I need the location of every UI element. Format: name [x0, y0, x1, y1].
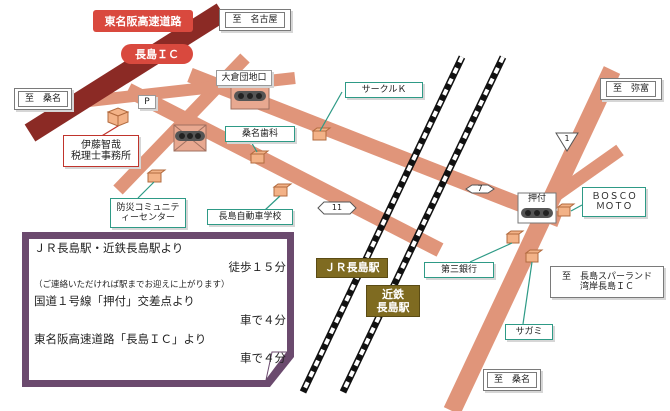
- bousai-label: 防災コミュニテ ィーセンター: [110, 198, 186, 228]
- dest-spaland-line1: 至 長島スパーランド: [561, 271, 652, 282]
- oshitsuke-label: 押付: [527, 194, 546, 205]
- railway-jr: [299, 55, 466, 394]
- route-7-number: 7: [477, 184, 483, 194]
- bousai-line1: 防災コミュニテ: [116, 202, 180, 213]
- office-line1: 伊藤智哉: [81, 139, 121, 151]
- ookura-label: 大倉団地口: [216, 70, 272, 86]
- route-1: [443, 66, 621, 411]
- kintetsu-line2: 長島駅: [376, 301, 410, 314]
- building-sagami: [524, 249, 544, 263]
- route-1-shield: [555, 132, 579, 152]
- dest-kuwana-south: 至 桑名: [483, 369, 541, 391]
- info-line6: 東名阪高速道路「長島ＩＣ」より: [34, 332, 207, 346]
- office-label: 伊藤智哉 税理士事務所: [63, 135, 139, 167]
- building-dental: [249, 150, 270, 164]
- bousai-line2: ィーセンター: [120, 213, 175, 223]
- bosco-line1: ＢＯＳＣＯ: [591, 191, 637, 202]
- expressway-label: 東名阪高速道路: [93, 10, 193, 32]
- info-line5: 車で４分: [240, 313, 286, 327]
- dest-nagoya: 至 名古屋: [219, 9, 291, 31]
- building-bosco: [556, 203, 576, 217]
- info-line3: （ご連絡いただければ駅までお迎えに上がります）: [34, 280, 230, 290]
- bosco-line2: ＭＯＴＯ: [595, 202, 632, 212]
- bank-label: 第三銀行: [424, 262, 494, 278]
- route-7-shield: [465, 184, 495, 194]
- building-school: [272, 183, 293, 197]
- dest-kuwana-west: 至 桑名: [14, 88, 72, 110]
- school-label: 長島自動車学校: [207, 209, 293, 225]
- building-bousai: [146, 169, 167, 183]
- kintetsu-station-label: 近鉄 長島駅: [366, 285, 420, 317]
- traffic-light-oshitsuke: [517, 192, 557, 224]
- building-circlek: [311, 127, 332, 141]
- info-line4: 国道１号線「押付」交差点より: [34, 294, 195, 308]
- route-11-number: 11: [331, 203, 343, 213]
- access-info-panel: ＪＲ長島駅・近鉄長島駅より 徒歩１５分 （ご連絡いただければ駅までお迎えに上がり…: [22, 232, 294, 387]
- sagami-label: サガミ: [505, 324, 553, 340]
- dest-nagoya-text: 至 名古屋: [225, 11, 285, 29]
- info-line1: ＪＲ長島駅・近鉄長島駅より: [34, 241, 184, 255]
- dest-spaland-line2: 湾岸長島ＩＣ: [579, 282, 634, 292]
- dest-kuwana-south-text: 至 桑名: [486, 371, 537, 389]
- building-bank: [505, 230, 525, 244]
- info-panel-frame: [22, 232, 294, 387]
- ic-label: 長島ＩＣ: [121, 44, 193, 64]
- dest-kuwana-west-text: 至 桑名: [17, 90, 68, 108]
- office-line2: 税理士事務所: [71, 151, 131, 162]
- dest-spaland: 至 長島スパーランド 湾岸長島ＩＣ: [550, 266, 664, 298]
- route-1-number: 1: [564, 134, 570, 144]
- meihan-expressway: [24, 3, 228, 142]
- circlek-label: サークルＫ: [345, 82, 423, 98]
- bosco-label: ＢＯＳＣＯ ＭＯＴＯ: [582, 187, 646, 217]
- dental-label: 桑名歯科: [225, 126, 295, 142]
- info-line7: 車で４分: [240, 351, 286, 365]
- dest-yatomi: 至 弥富: [600, 78, 662, 100]
- info-line2: 徒歩１５分: [228, 260, 287, 274]
- building-office: [106, 107, 130, 127]
- railway-kintetsu: [339, 55, 507, 394]
- parking-icon: P: [138, 95, 156, 109]
- kintetsu-line1: 近鉄: [382, 287, 404, 301]
- traffic-light-ookura: [230, 84, 270, 110]
- traffic-light-west: [173, 124, 207, 152]
- dest-yatomi-text: 至 弥富: [605, 80, 656, 98]
- route-11-shield: [317, 201, 357, 215]
- jr-station-label: ＪＲ長島駅: [316, 258, 388, 278]
